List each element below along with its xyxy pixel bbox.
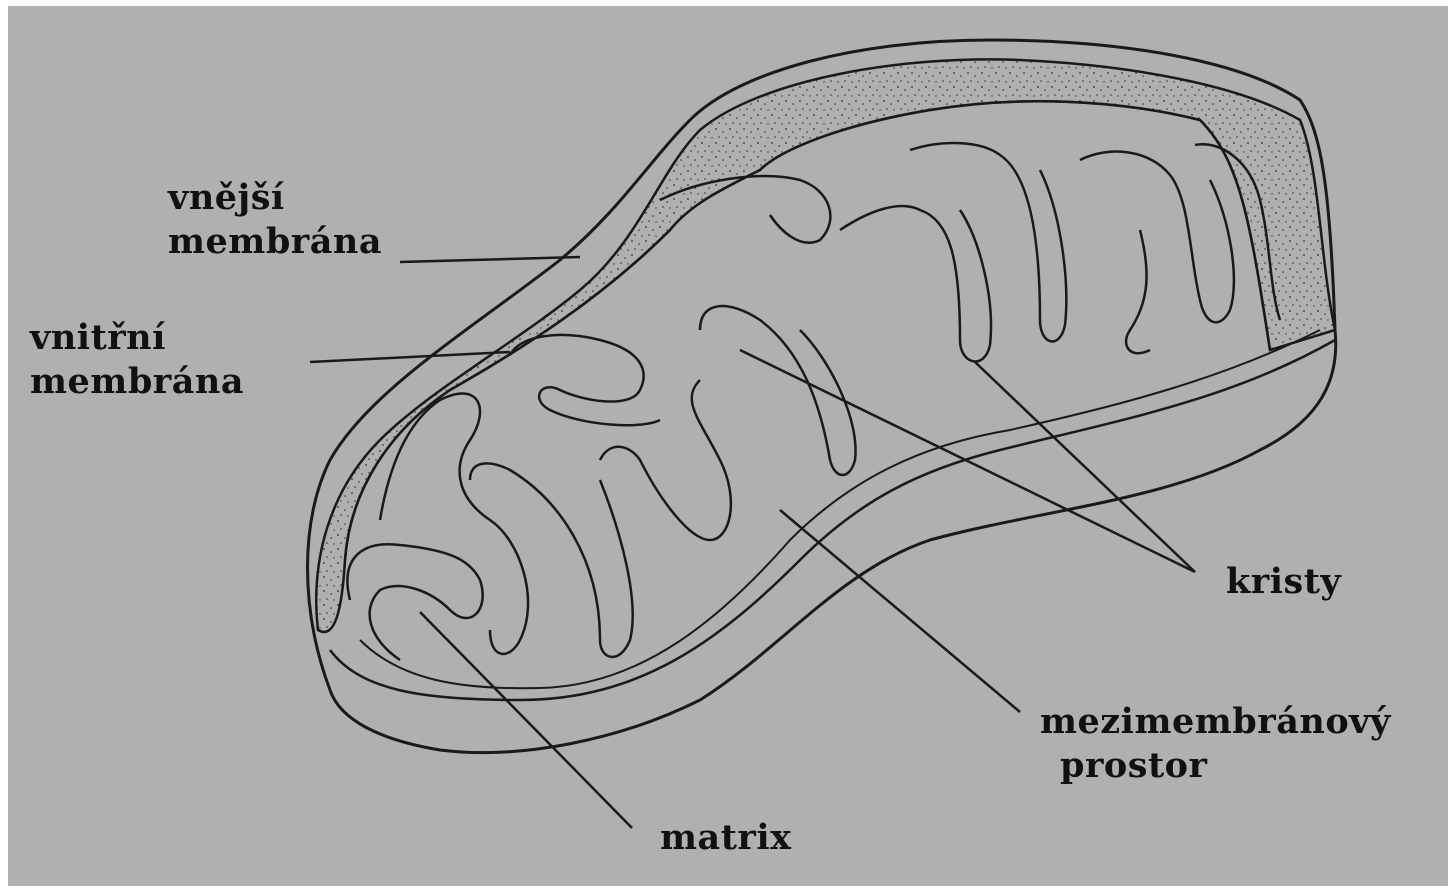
label-matrix: matrix	[660, 816, 791, 860]
label-inner-membrane-line1: vnitřní	[30, 316, 244, 360]
label-outer-membrane: vnější membrána	[168, 176, 382, 264]
label-inner-membrane: vnitřní membrána	[30, 316, 244, 404]
label-intermembrane-space: mezimembránový prostor	[1040, 700, 1391, 788]
label-outer-membrane-line1: vnější	[168, 176, 382, 220]
label-cristae: kristy	[1226, 560, 1341, 604]
label-intermembrane-space-line1: mezimembránový	[1040, 700, 1391, 744]
leader-outer-membrane	[400, 257, 580, 262]
label-intermembrane-space-line2: prostor	[1040, 744, 1391, 788]
label-outer-membrane-line2: membrána	[168, 220, 382, 264]
outer-membrane-outline	[308, 40, 1336, 753]
label-inner-membrane-line2: membrána	[30, 360, 244, 404]
